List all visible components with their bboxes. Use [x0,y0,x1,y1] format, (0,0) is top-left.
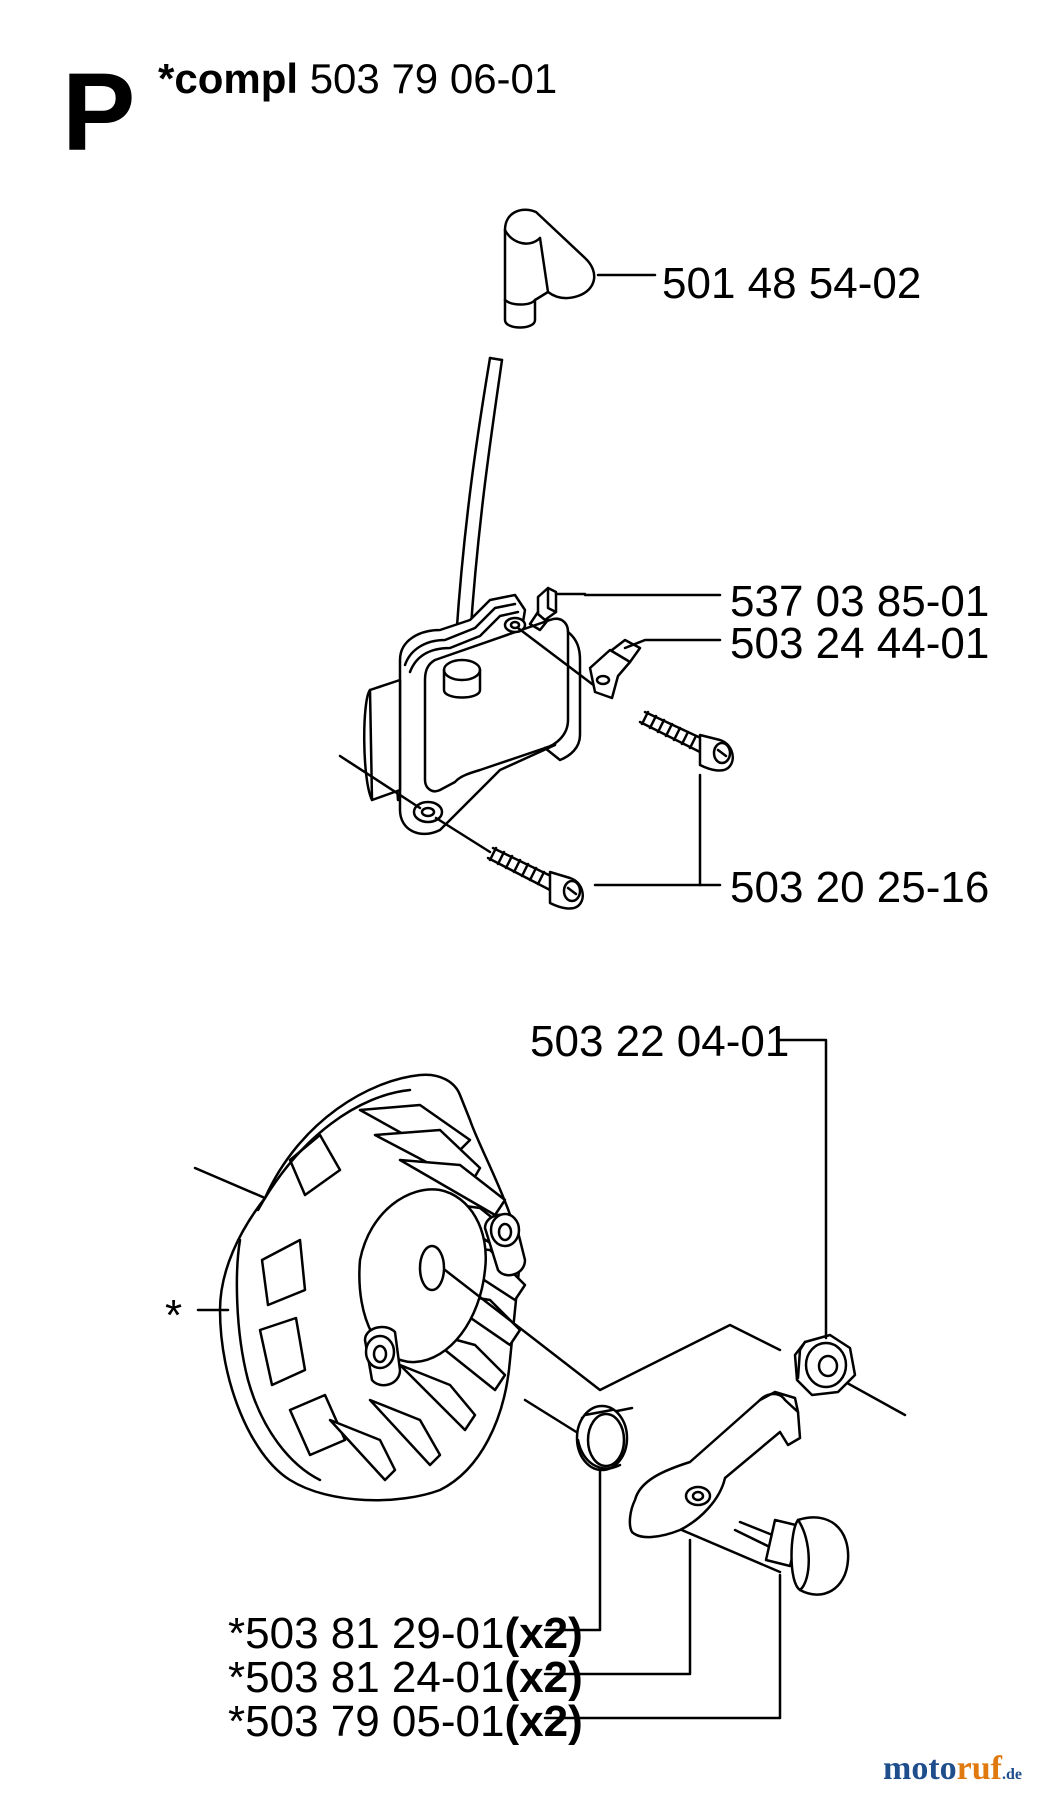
pivot-bolt-number: *503 79 05-01 [228,1697,505,1746]
axis-line-lower-b [434,816,492,854]
pivot-bolt-qty: (x2) [504,1697,583,1746]
upper-screw-drawing [638,710,734,772]
pawl-drawing [628,1390,802,1539]
kit-prefix: *compl [158,55,299,102]
flywheel-nut-drawing [793,1333,857,1397]
label-flywheel-marker: * [165,1291,183,1340]
leader-ground-clip [623,638,722,650]
axis-line-lower [338,754,422,810]
spring-number: *503 81 29-01 [228,1609,505,1658]
leader-spring [543,1468,602,1632]
label-spark-plug-cap: 501 48 54-02 [662,259,922,308]
leader-terminal [554,592,722,597]
lower-screw-drawing [486,846,584,910]
leader-pawl [543,1538,692,1676]
label-pivot-bolt: *503 79 05-01(x2) [228,1700,583,1744]
spring-qty: (x2) [504,1609,583,1658]
label-spring: *503 81 29-01(x2) [228,1612,583,1656]
kit-number: 503 79 06-01 [309,55,558,102]
label-flywheel-nut: 503 22 04-01 [530,1017,790,1066]
spark-plug-cap-drawing [503,208,596,329]
axis-line-upper [516,626,602,692]
crank-axis-line [443,1268,782,1392]
kit-heading: *compl 503 79 06-01 [158,58,557,100]
leader-pivot-bolt [543,1573,782,1720]
ground-clip-drawing [588,638,642,700]
spring-drawing [575,1404,629,1472]
ignition-wire-drawing [454,356,504,642]
ignition-module-drawing [362,586,582,836]
flywheel-drawing [193,1073,527,1502]
pawl-number: *503 81 24-01 [228,1653,505,1702]
label-ignition-screws: 503 20 25-16 [730,863,990,912]
label-ground-clip: 503 24 44-01 [730,619,990,668]
section-letter: P [62,51,136,174]
watermark-logo: motoruf.de [883,1750,1022,1787]
label-pawl: *503 81 24-01(x2) [228,1656,583,1700]
pawl-qty: (x2) [504,1653,583,1702]
leader-nut [778,1038,828,1340]
pivot-bolt-drawing [733,1516,850,1596]
label-terminal: 537 03 85-01 [730,577,990,626]
